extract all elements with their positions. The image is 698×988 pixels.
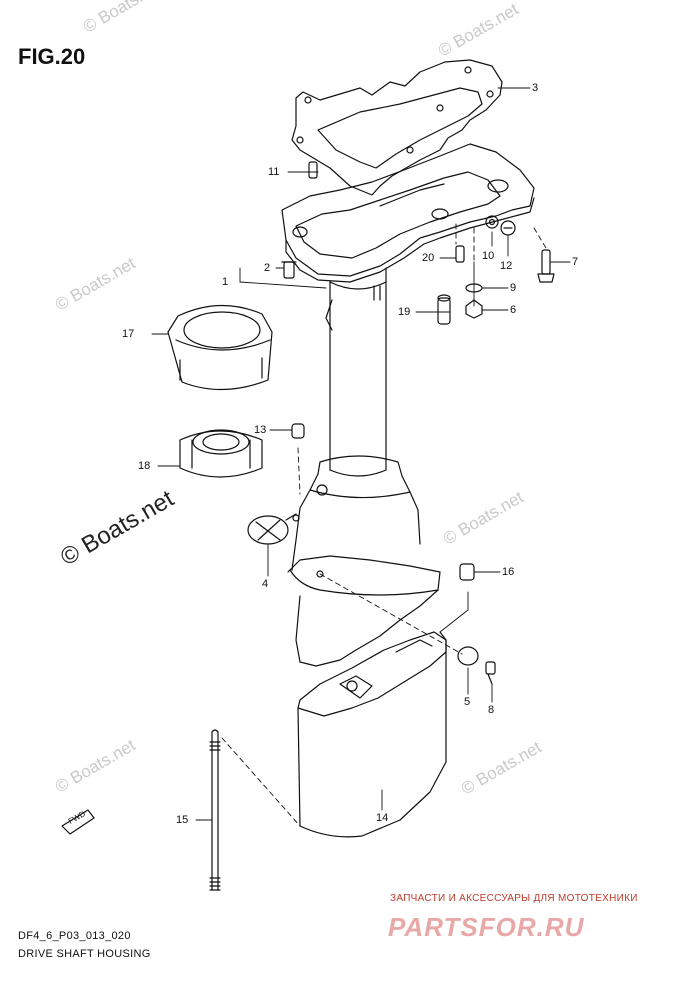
callout-11: 11 <box>268 166 280 178</box>
callout-3: 3 <box>532 82 539 94</box>
dowel-pin-11 <box>308 161 318 179</box>
plug-2 <box>281 261 297 279</box>
callout-19: 19 <box>398 306 411 318</box>
callout-20: 20 <box>422 252 435 264</box>
callout-2: 2 <box>264 262 271 274</box>
callout-10: 10 <box>482 250 495 262</box>
shop-tagline: ЗАПЧАСТИ И АКСЕССУАРЫ ДЛЯ МОТОТЕХНИКИ <box>390 893 638 904</box>
callout-9: 9 <box>510 282 517 294</box>
callout-18: 18 <box>138 460 151 472</box>
figure-caption: DRIVE SHAFT HOUSING <box>18 948 151 960</box>
gasket-3 <box>291 59 503 196</box>
grommet-5 <box>457 646 479 666</box>
bolt-20 <box>455 245 465 263</box>
bolt-7 <box>537 249 555 283</box>
callout-17: 17 <box>122 328 135 340</box>
drive-shaft-tube <box>325 267 387 477</box>
grommet-4 <box>247 513 300 545</box>
callout-8: 8 <box>488 704 495 716</box>
pin-19 <box>437 294 451 325</box>
bush-16 <box>459 563 475 581</box>
callout-16: 16 <box>502 566 515 578</box>
lower-cover-14 <box>297 631 447 838</box>
callout-12: 12 <box>500 260 513 272</box>
mount-rubber-17 <box>167 304 273 391</box>
callout-14: 14 <box>376 812 389 824</box>
washer-10 <box>485 215 499 229</box>
plug-13 <box>291 423 305 439</box>
mount-rubber-18 <box>179 429 263 478</box>
callout-1: 1 <box>222 276 229 288</box>
callout-13: 13 <box>254 424 267 436</box>
stud-15 <box>209 729 221 891</box>
figure-code: DF4_6_P03_013_020 <box>18 930 131 942</box>
callout-6: 6 <box>510 304 517 316</box>
screw-8 <box>485 661 496 685</box>
figure-title: FIG.20 <box>18 44 86 69</box>
callout-5: 5 <box>464 696 471 708</box>
shop-logo[interactable]: PARTSFOR.RU <box>388 912 585 942</box>
callout-4: 4 <box>262 578 269 590</box>
fwd-arrow <box>61 809 95 835</box>
callout-15: 15 <box>176 814 189 826</box>
mounting-plate <box>281 143 535 283</box>
screw-12 <box>500 220 516 236</box>
callout-7: 7 <box>572 256 579 268</box>
lower-housing <box>287 455 441 667</box>
